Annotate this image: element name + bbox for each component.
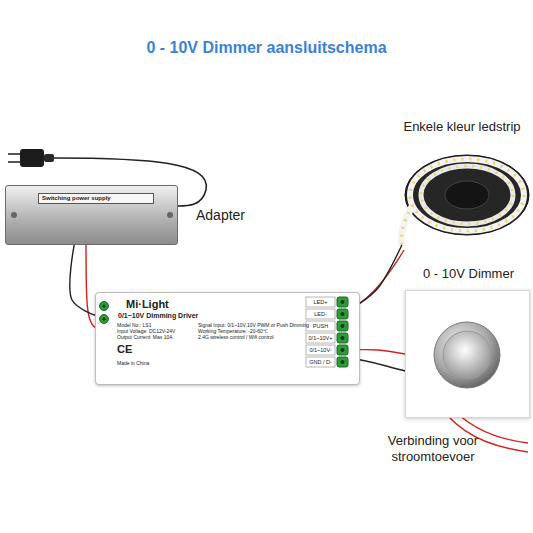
spec-note: 2.4G wireless control / Wifi control xyxy=(198,334,274,340)
spec-note: Output Current: Max 10A xyxy=(117,334,173,340)
plug-prong xyxy=(8,161,21,163)
output-terminal xyxy=(337,345,348,355)
terminal-screw xyxy=(102,317,105,320)
node-heading: Switching power supply xyxy=(38,193,154,204)
spec-note: Signal Input: 0/1~10V,10V PWM or Push Di… xyxy=(198,322,309,328)
adapter-wire xyxy=(86,245,97,328)
terminal-label-box xyxy=(306,333,335,343)
output-terminal xyxy=(337,333,348,343)
output-terminal xyxy=(337,321,348,331)
terminal-label-box xyxy=(306,297,335,307)
input-terminal xyxy=(100,302,109,311)
led-strip: Enkele kleur ledstrip xyxy=(395,118,533,245)
node-heading: Enkele kleur ledstrip xyxy=(391,120,533,135)
spec-note: Input Voltage: DC12V-24V xyxy=(117,328,175,334)
reel-hub xyxy=(445,181,489,209)
pin-name: 0/1~10V- xyxy=(306,347,335,354)
terminal-label-box xyxy=(306,321,335,331)
pin-name: PUSH xyxy=(306,323,335,330)
power-adapter: Switching power supply xyxy=(5,185,178,245)
output-terminal xyxy=(337,309,348,319)
terminal-label-box xyxy=(306,357,335,367)
dimmer-wire xyxy=(348,358,410,372)
plug-strain-relief xyxy=(44,154,54,162)
supply-wire xyxy=(448,416,528,452)
strip-wire xyxy=(348,250,404,310)
screw xyxy=(11,212,17,218)
terminal-screw xyxy=(341,348,345,352)
connection-wire xyxy=(70,245,95,315)
terminal-screw xyxy=(341,324,345,328)
strip-coil xyxy=(410,159,524,231)
output-terminals xyxy=(306,297,348,367)
screw xyxy=(167,212,173,218)
dimming-driver: Mi·Light0/1~10V Dimming Driver xyxy=(95,292,360,385)
pin-name: GND / D- xyxy=(306,359,335,366)
output-terminal xyxy=(337,297,348,307)
connection-wire xyxy=(360,245,402,303)
pin-name: 0/1~10V+ xyxy=(306,335,335,342)
terminal-screw xyxy=(341,312,345,316)
strip-tail xyxy=(401,205,413,246)
terminal-label-box xyxy=(306,309,335,319)
origin-note: Made in China xyxy=(117,360,149,366)
callout-label: Verbinding voor stroomtoevoer xyxy=(366,433,500,464)
knob-cap xyxy=(443,331,491,379)
spec-note: Working Temperature: -20-60℃ xyxy=(198,328,268,334)
supply-wire xyxy=(460,416,528,443)
node-subtitle: 0/1~10V Dimming Driver xyxy=(118,312,248,320)
terminal-label-box xyxy=(306,345,335,355)
dimmer-panel: 0 - 10V Dimmer xyxy=(405,290,530,418)
terminal-screw xyxy=(341,360,345,364)
strip-leds xyxy=(410,159,524,231)
input-terminal xyxy=(100,315,109,324)
pin-name: LED+ xyxy=(306,299,335,306)
plug-prong xyxy=(8,153,21,155)
node-heading: Mi·Light xyxy=(126,298,226,311)
strip-leds xyxy=(421,166,513,224)
terminal-screw xyxy=(341,300,345,304)
power-plug xyxy=(20,149,44,167)
terminal-screw xyxy=(102,304,105,307)
spec-note: Model No.: LS1 xyxy=(117,322,151,328)
dimmer-knob xyxy=(434,322,500,388)
strip-coil xyxy=(421,166,513,224)
connection-wire xyxy=(360,350,405,354)
reel-body xyxy=(405,155,529,235)
pin-name: LED- xyxy=(306,311,335,318)
strip-leds xyxy=(401,205,413,246)
power-cord xyxy=(54,158,206,206)
terminal-screw xyxy=(341,336,345,340)
diagram-title: 0 - 10V Dimmer aansluitschema xyxy=(0,38,533,57)
certification-mark: CE xyxy=(117,343,132,356)
part-label: Adapter xyxy=(196,207,245,224)
output-terminal xyxy=(337,357,348,367)
node-heading: 0 - 10V Dimmer xyxy=(394,267,533,282)
